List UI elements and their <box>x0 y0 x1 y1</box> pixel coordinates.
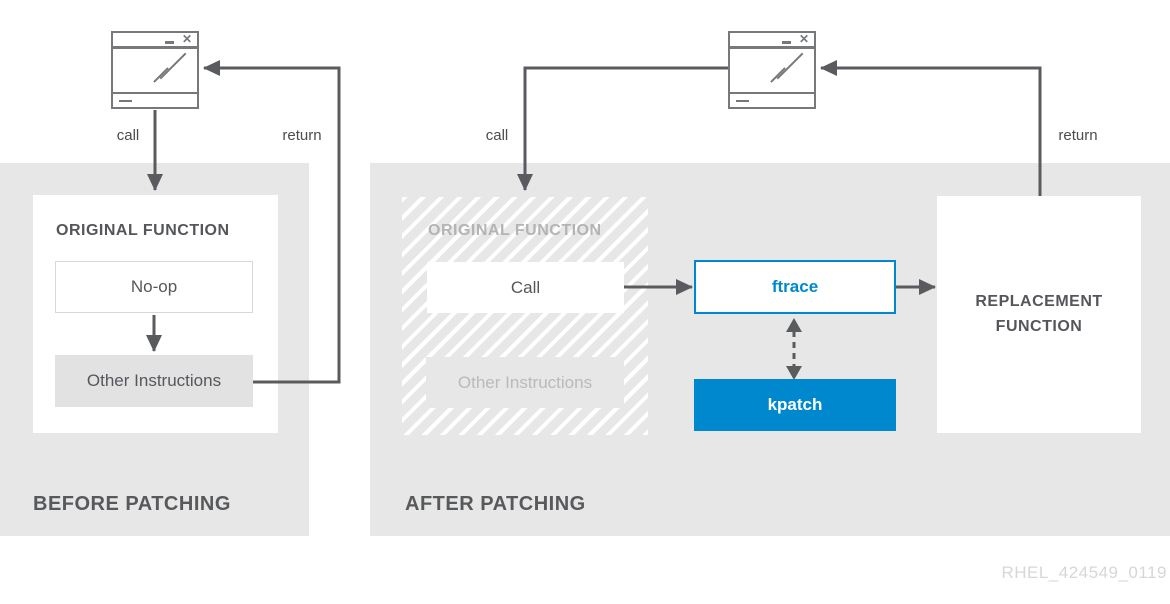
window-shine-icon <box>153 67 169 83</box>
application-window-icon: ✕ <box>728 31 816 109</box>
replacement-function-box: REPLACEMENT FUNCTION <box>937 196 1141 433</box>
window-titlebar-divider <box>730 46 814 49</box>
kpatch-label: kpatch <box>767 395 823 414</box>
minimize-icon <box>165 41 174 44</box>
window-titlebar-divider <box>113 46 197 49</box>
replacement-function-label: REPLACEMENT FUNCTION <box>975 292 1103 335</box>
after-call-label: call <box>485 127 509 144</box>
before-return-label: return <box>282 127 322 144</box>
after-patching-title: AFTER PATCHING <box>405 493 586 515</box>
call-box-label: Call <box>510 277 541 297</box>
call-box: Call <box>427 262 624 313</box>
statusbar-dash-icon <box>119 99 132 102</box>
minimize-icon <box>782 41 791 44</box>
window-statusbar-divider <box>113 91 197 94</box>
after-original-function-title: ORIGINAL FUNCTION <box>428 222 602 239</box>
before-other-instructions-box: Other Instructions <box>55 355 253 407</box>
before-patching-title: BEFORE PATCHING <box>33 493 231 515</box>
ftrace-box: ftrace <box>694 260 896 314</box>
after-other-instructions-box: Other Instructions <box>426 357 624 408</box>
after-other-instructions-label: Other Instructions <box>457 372 593 392</box>
statusbar-dash-icon <box>736 99 749 102</box>
close-icon: ✕ <box>798 32 809 46</box>
close-icon: ✕ <box>181 32 192 46</box>
window-shine-icon <box>776 52 804 80</box>
before-other-instructions-label: Other Instructions <box>86 371 222 390</box>
window-statusbar-divider <box>730 91 814 94</box>
noop-label: No-op <box>130 277 178 296</box>
after-return-label: return <box>1058 127 1098 144</box>
before-call-label: call <box>116 127 140 144</box>
application-window-icon: ✕ <box>111 31 199 109</box>
watermark-label: RHEL_424549_0119 <box>1001 563 1167 582</box>
window-shine-icon <box>159 52 187 80</box>
ftrace-label: ftrace <box>771 277 819 296</box>
window-shine-icon <box>770 67 786 83</box>
before-original-function-title: ORIGINAL FUNCTION <box>56 222 230 239</box>
noop-box: No-op <box>55 261 253 313</box>
kpatch-box: kpatch <box>694 379 896 431</box>
